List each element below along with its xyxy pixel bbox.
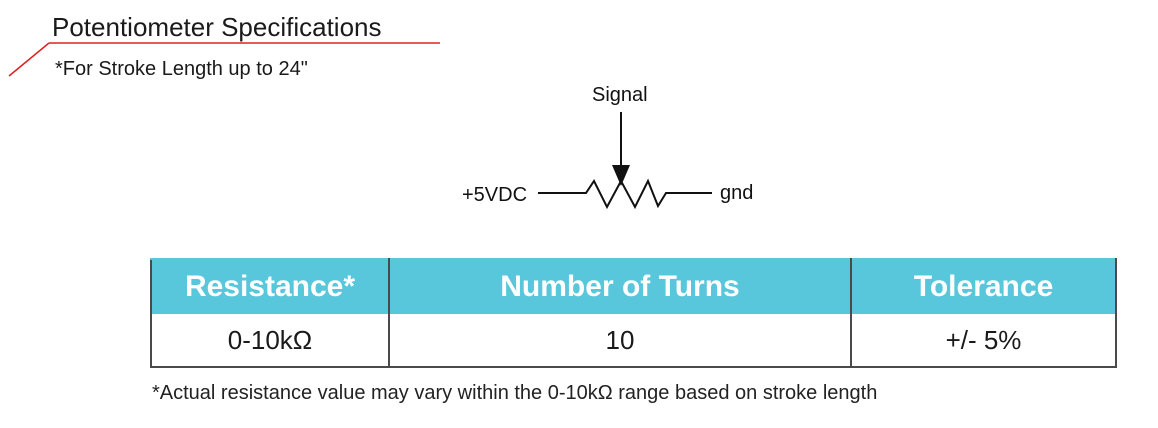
page-subtitle: *For Stroke Length up to 24" xyxy=(55,58,308,80)
cell-resistance: 0-10kΩ xyxy=(150,314,390,368)
cell-turns: 10 xyxy=(388,314,852,368)
signal-label: Signal xyxy=(592,84,648,106)
footnote: *Actual resistance value may vary within… xyxy=(152,382,878,404)
page-title: Potentiometer Specifications xyxy=(52,12,382,42)
table-row: 0-10kΩ 10 +/- 5% xyxy=(150,314,1117,368)
table-header-row: Resistance* Number of Turns Tolerance xyxy=(150,258,1117,314)
column-header-turns: Number of Turns xyxy=(388,258,852,314)
column-header-resistance: Resistance* xyxy=(150,258,390,314)
column-header-tolerance: Tolerance xyxy=(850,258,1117,314)
spec-table: Resistance* Number of Turns Tolerance 0-… xyxy=(150,258,1117,368)
input-label: +5VDC xyxy=(462,184,527,206)
resistor-zigzag xyxy=(538,178,712,210)
wiper-arrow-head xyxy=(612,165,630,186)
ground-label: gnd xyxy=(720,182,753,204)
cell-tolerance: +/- 5% xyxy=(850,314,1117,368)
